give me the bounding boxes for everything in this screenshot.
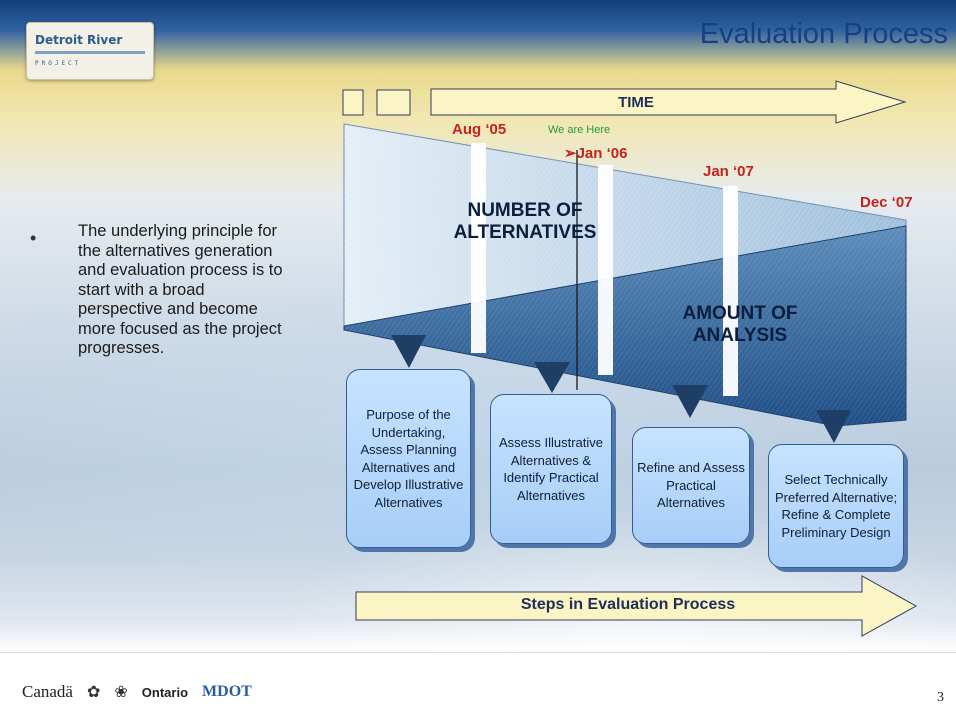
time-arrow — [430, 80, 907, 124]
detroit-river-logo: Detroit River PROJECT — [26, 22, 154, 80]
page-number: 3 — [937, 690, 944, 705]
step-pointer-2 — [534, 362, 570, 393]
mdot-logo: MDOT — [202, 683, 252, 700]
footer-band — [0, 652, 956, 720]
canada-wordmark: Canadä — [22, 682, 73, 701]
small-box-2 — [376, 89, 411, 116]
logo-subtitle: PROJECT — [35, 60, 82, 67]
step-pointer-4 — [816, 410, 851, 443]
step-box-1: Purpose of the Undertaking, Assess Plann… — [346, 369, 471, 548]
date-jan-06: ➢Jan ‘06 — [564, 145, 628, 162]
logo-title: Detroit River — [35, 33, 123, 47]
steps-in-evaluation-label: Steps in Evaluation Process — [520, 596, 736, 613]
partner-logos: Canadä ✿ ❀ Ontario MDOT — [22, 682, 252, 702]
slide-title: Evaluation Process — [699, 18, 948, 50]
analysis-hatch-overlay — [344, 226, 906, 426]
step-box-2: Assess Illustrative Alternatives & Ident… — [490, 394, 612, 544]
ontario-emblem-icon: ❀ — [114, 684, 128, 701]
we-are-here-label: We are Here — [548, 124, 611, 136]
steps-arrow — [355, 575, 918, 637]
step-box-4: Select Technically Preferred Alternative… — [768, 444, 904, 568]
time-label: TIME — [618, 94, 654, 111]
logo-stripe — [35, 51, 145, 54]
date-aug-05: Aug ‘05 — [452, 121, 507, 138]
date-dec-07: Dec ‘07 — [860, 194, 913, 211]
number-of-alternatives-label: NUMBER OF ALTERNATIVES — [453, 200, 597, 243]
transport-canada-emblem-icon: ✿ — [86, 684, 101, 701]
amount-of-analysis-label: AMOUNT OF ANALYSIS — [682, 303, 798, 346]
separator-jan06 — [598, 165, 613, 375]
separator-jan07 — [723, 186, 738, 396]
small-box-1 — [342, 89, 364, 116]
date-jan-07: Jan ‘07 — [703, 163, 754, 180]
bullet-marker: • — [30, 228, 37, 248]
step-pointer-3 — [672, 385, 708, 418]
step-pointer-1 — [391, 335, 426, 368]
bullet-text: The underlying principle for the alterna… — [78, 222, 283, 357]
separator-aug05 — [471, 143, 486, 353]
ontario-wordmark: Ontario — [141, 684, 189, 700]
step-box-3: Refine and Assess Practical Alternatives — [632, 427, 750, 544]
